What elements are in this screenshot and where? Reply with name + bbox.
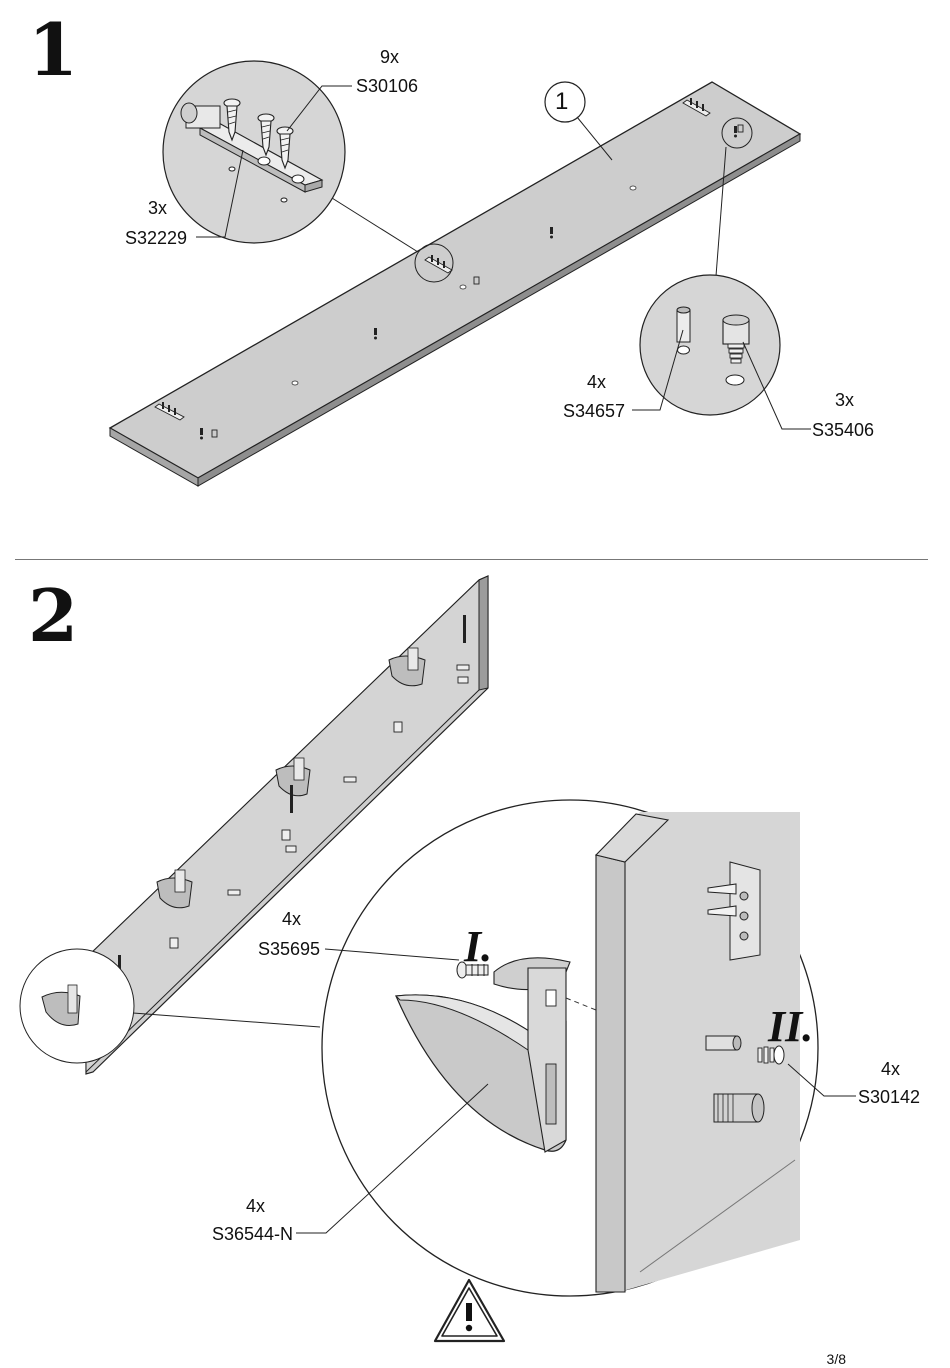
callout-ring-pins xyxy=(721,117,753,149)
s35406-code: S35406 xyxy=(812,420,875,440)
warning-triangle-icon xyxy=(433,1278,506,1343)
s35695-code: S35695 xyxy=(258,939,321,959)
s36544-qty: 4x xyxy=(246,1196,266,1216)
part-marker-label: 1 xyxy=(555,88,569,115)
s30106-qty: 9x xyxy=(380,47,400,67)
s34657-code: S34657 xyxy=(563,401,626,421)
s34657-qty: 4x xyxy=(587,372,607,392)
part-marker-circle xyxy=(544,81,586,123)
step-1-illustration xyxy=(108,60,811,487)
detail-bracket-screws xyxy=(162,60,352,244)
s30142-code: S30142 xyxy=(858,1087,921,1107)
page-number: 3/8 xyxy=(826,1351,846,1367)
step-marker-two: II. xyxy=(768,1002,814,1051)
s35406-qty: 3x xyxy=(835,390,855,410)
s32229-qty: 3x xyxy=(148,198,168,218)
s32229-code: S32229 xyxy=(125,228,188,248)
step-1-number: 1 xyxy=(28,7,79,92)
side-panel xyxy=(85,575,489,1075)
callout-ring-small xyxy=(19,948,135,1064)
callout-ring-bracket xyxy=(414,243,454,283)
s36544-code: S36544-N xyxy=(212,1224,294,1244)
step-marker-one: I. xyxy=(464,922,493,971)
step-divider xyxy=(15,559,928,560)
s35695-qty: 4x xyxy=(282,909,302,929)
s30142-qty: 4x xyxy=(881,1059,901,1079)
s30106-code: S30106 xyxy=(356,76,419,96)
detail-dowel-pins xyxy=(632,274,811,430)
shelf-board-1 xyxy=(108,81,802,487)
step-2-number: 2 xyxy=(28,573,79,658)
